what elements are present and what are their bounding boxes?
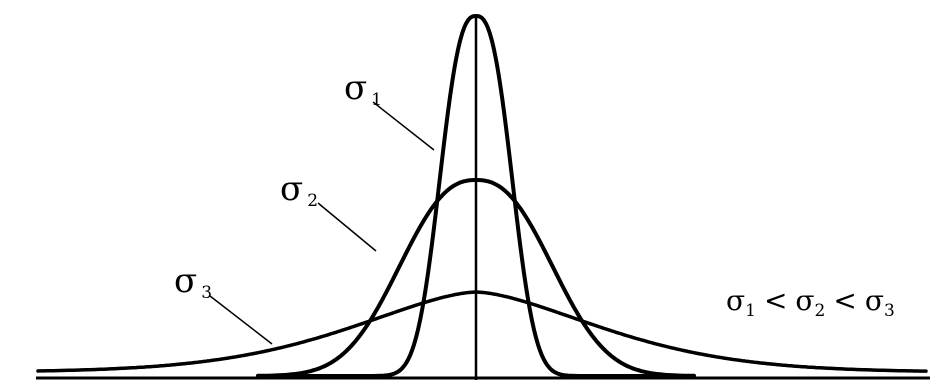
relation-sigma-2: σ [795,284,814,317]
curve-sigma-3 [36,290,928,373]
relation-sigma-3-subscript: 3 [884,301,895,321]
relation-sigma-2-subscript: 2 [815,301,826,321]
relation-sigma-3: σ [865,284,884,317]
relation-sigma-1-subscript: 1 [745,301,756,321]
label-sigma-3-subscript: 3 [201,283,212,303]
relation-less-than-1: < [764,284,787,317]
label-sigma-1-subscript: 1 [371,90,382,110]
label-sigma-2-subscript: 2 [307,191,318,211]
curve-sigma-1 [270,14,682,378]
leader-line-sigma-3 [209,295,273,345]
sigma-relation-label: σ1<σ2<σ3 [726,284,895,321]
leader-line-sigma-2 [317,202,377,252]
relation-less-than-2: < [833,284,856,317]
leader-line-sigma-1 [372,101,435,151]
relation-sigma-1: σ [726,284,745,317]
curve-sigma-2 [256,178,696,378]
